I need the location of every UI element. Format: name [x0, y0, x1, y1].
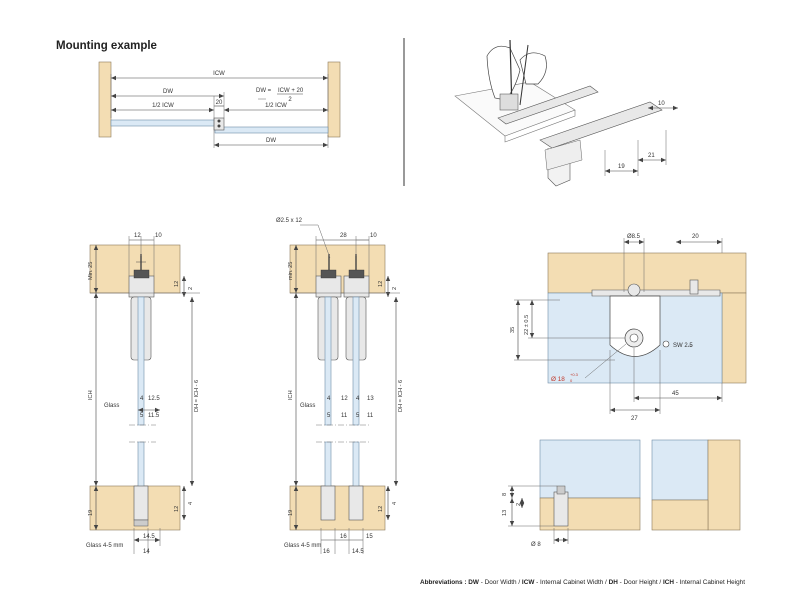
- half-icw-left: 1/2 ICW: [152, 103, 174, 109]
- s2-dim-11b: 11: [367, 413, 374, 419]
- dtl-sw: SW 2.5: [673, 343, 693, 349]
- footer-part: DW: [468, 579, 479, 586]
- s2-dim-10: 10: [370, 233, 377, 239]
- installation-sketch: 10 19 21: [454, 39, 678, 187]
- s1-b12: 12: [174, 506, 180, 512]
- s2-r12: 12: [378, 281, 384, 287]
- s1-dim-5: 5: [140, 413, 144, 419]
- dtl-dim-20: 20: [692, 234, 699, 240]
- s2-dim-4b: 4: [356, 396, 360, 402]
- s2-dim-4a: 4: [327, 396, 331, 402]
- s2-dh: DH = ICH - 6: [398, 380, 404, 412]
- dtl-dia-18: Ø 18: [551, 376, 565, 383]
- formula-prefix: DW =: [256, 88, 272, 94]
- dtl-tol-down: 0: [570, 378, 573, 383]
- s1-glass-range: Glass 4-5 mm: [86, 543, 123, 549]
- s2-dim-13: 13: [367, 396, 374, 402]
- s2-min25: min. 25: [288, 262, 294, 280]
- footer-part: ICW: [521, 579, 535, 586]
- footer-part: ICH: [662, 579, 674, 586]
- formula-numerator: ICW + 20: [278, 88, 304, 94]
- s1-dim-14: 14: [143, 549, 150, 555]
- footer-part: DH: [608, 579, 618, 586]
- s1-dh: DH = ICH - 6: [194, 380, 200, 412]
- s1-dim-4: 4: [140, 396, 144, 402]
- icw-label: ICW: [213, 71, 225, 77]
- s2-dim-16: 16: [340, 534, 347, 540]
- s2-dim-12: 12: [341, 396, 348, 402]
- footer-part: - Internal Cabinet Height: [673, 579, 746, 586]
- footer-part: - Internal Cabinet Width /: [534, 579, 609, 586]
- dtl-dia-8-5: Ø8.5: [627, 234, 641, 240]
- s1-ich: ICH: [88, 390, 94, 400]
- half-icw-right: 1/2 ICW: [265, 103, 287, 109]
- gap-label: 20: [216, 100, 223, 106]
- section-double-door: Ø2.5 x 12 28 10 min. 25 12 2 ICH DH = IC…: [276, 218, 404, 555]
- s1-dim-10: 10: [155, 233, 162, 239]
- dtl2-dim-13: 13: [502, 510, 508, 516]
- s2-glass: Glass: [300, 403, 315, 409]
- section-single-door: 12 10 Min. 25 12 2 ICH DH = ICH - 6 Glas…: [86, 233, 200, 555]
- dtl-tol-up: +0.3: [570, 372, 579, 377]
- s2-dim-5b: 5: [356, 413, 360, 419]
- dtl2-dim-2: 2: [516, 503, 522, 506]
- s1-b4: 4: [188, 502, 194, 505]
- detail-bottom-guide: 8 2 13 Ø 8: [502, 439, 741, 548]
- s2-dim-28: 28: [340, 233, 347, 239]
- formula-denominator: 2: [288, 97, 292, 103]
- s2-ich: ICH: [288, 390, 294, 400]
- dtl-dim-27: 27: [631, 416, 638, 422]
- s2-dim-15: 15: [366, 534, 373, 540]
- page-title: Mounting example: [56, 40, 157, 52]
- sketch-dim-21: 21: [648, 153, 655, 159]
- plan-view: ICW DW 1/2 ICW 20 1/2 ICW DW = ICW + 20 …: [98, 61, 341, 148]
- detail-front-view: Ø8.5 20 35 22 ± 0.5 SW 2.5 Ø 18 +0.3 0 2…: [510, 234, 747, 422]
- footer-part: - Door Height /: [617, 579, 663, 586]
- abbreviations-footer: Abbreviations : DW - Door Width / ICW - …: [420, 579, 745, 586]
- s1-dim-11-5: 11.5: [148, 413, 160, 419]
- s2-screw-size: Ø2.5 x 12: [276, 218, 303, 224]
- dtl-dim-22: 22 ± 0.5: [524, 315, 530, 335]
- dw-bottom-label: DW: [266, 138, 276, 144]
- s2-b4: 4: [392, 502, 398, 505]
- s2-b19: 19: [288, 510, 294, 516]
- s1-min25: Min. 25: [88, 262, 94, 280]
- dtl-dim-35: 35: [510, 327, 516, 333]
- footer-part: Abbreviations :: [420, 579, 469, 586]
- s1-dim-14-5: 14.5: [143, 534, 155, 540]
- s2-dim-5: 5: [327, 413, 331, 419]
- s2-dim-14-5: 14.5: [352, 549, 364, 555]
- footer-part: - Door Width /: [478, 579, 522, 586]
- s1-b19: 19: [88, 510, 94, 516]
- s1-glass: Glass: [104, 403, 119, 409]
- s2-glass-range: Glass 4-5 mm: [284, 543, 321, 549]
- s1-r12: 12: [174, 281, 180, 287]
- s1-r2: 2: [188, 287, 194, 290]
- dtl2-dim-8: 8: [502, 493, 508, 496]
- sketch-dim-10: 10: [658, 101, 665, 107]
- dtl2-dia-8: Ø 8: [531, 542, 541, 548]
- s2-r2: 2: [392, 287, 398, 290]
- dw-label: DW: [163, 89, 173, 95]
- s1-dim-12: 12: [134, 233, 141, 239]
- s1-dim-12-5: 12.5: [148, 396, 160, 402]
- s2-b12: 12: [378, 506, 384, 512]
- sketch-dim-19: 19: [618, 164, 625, 170]
- s2-dim-16b: 16: [323, 549, 330, 555]
- s2-dim-11: 11: [341, 413, 348, 419]
- dtl-dim-45: 45: [672, 391, 679, 397]
